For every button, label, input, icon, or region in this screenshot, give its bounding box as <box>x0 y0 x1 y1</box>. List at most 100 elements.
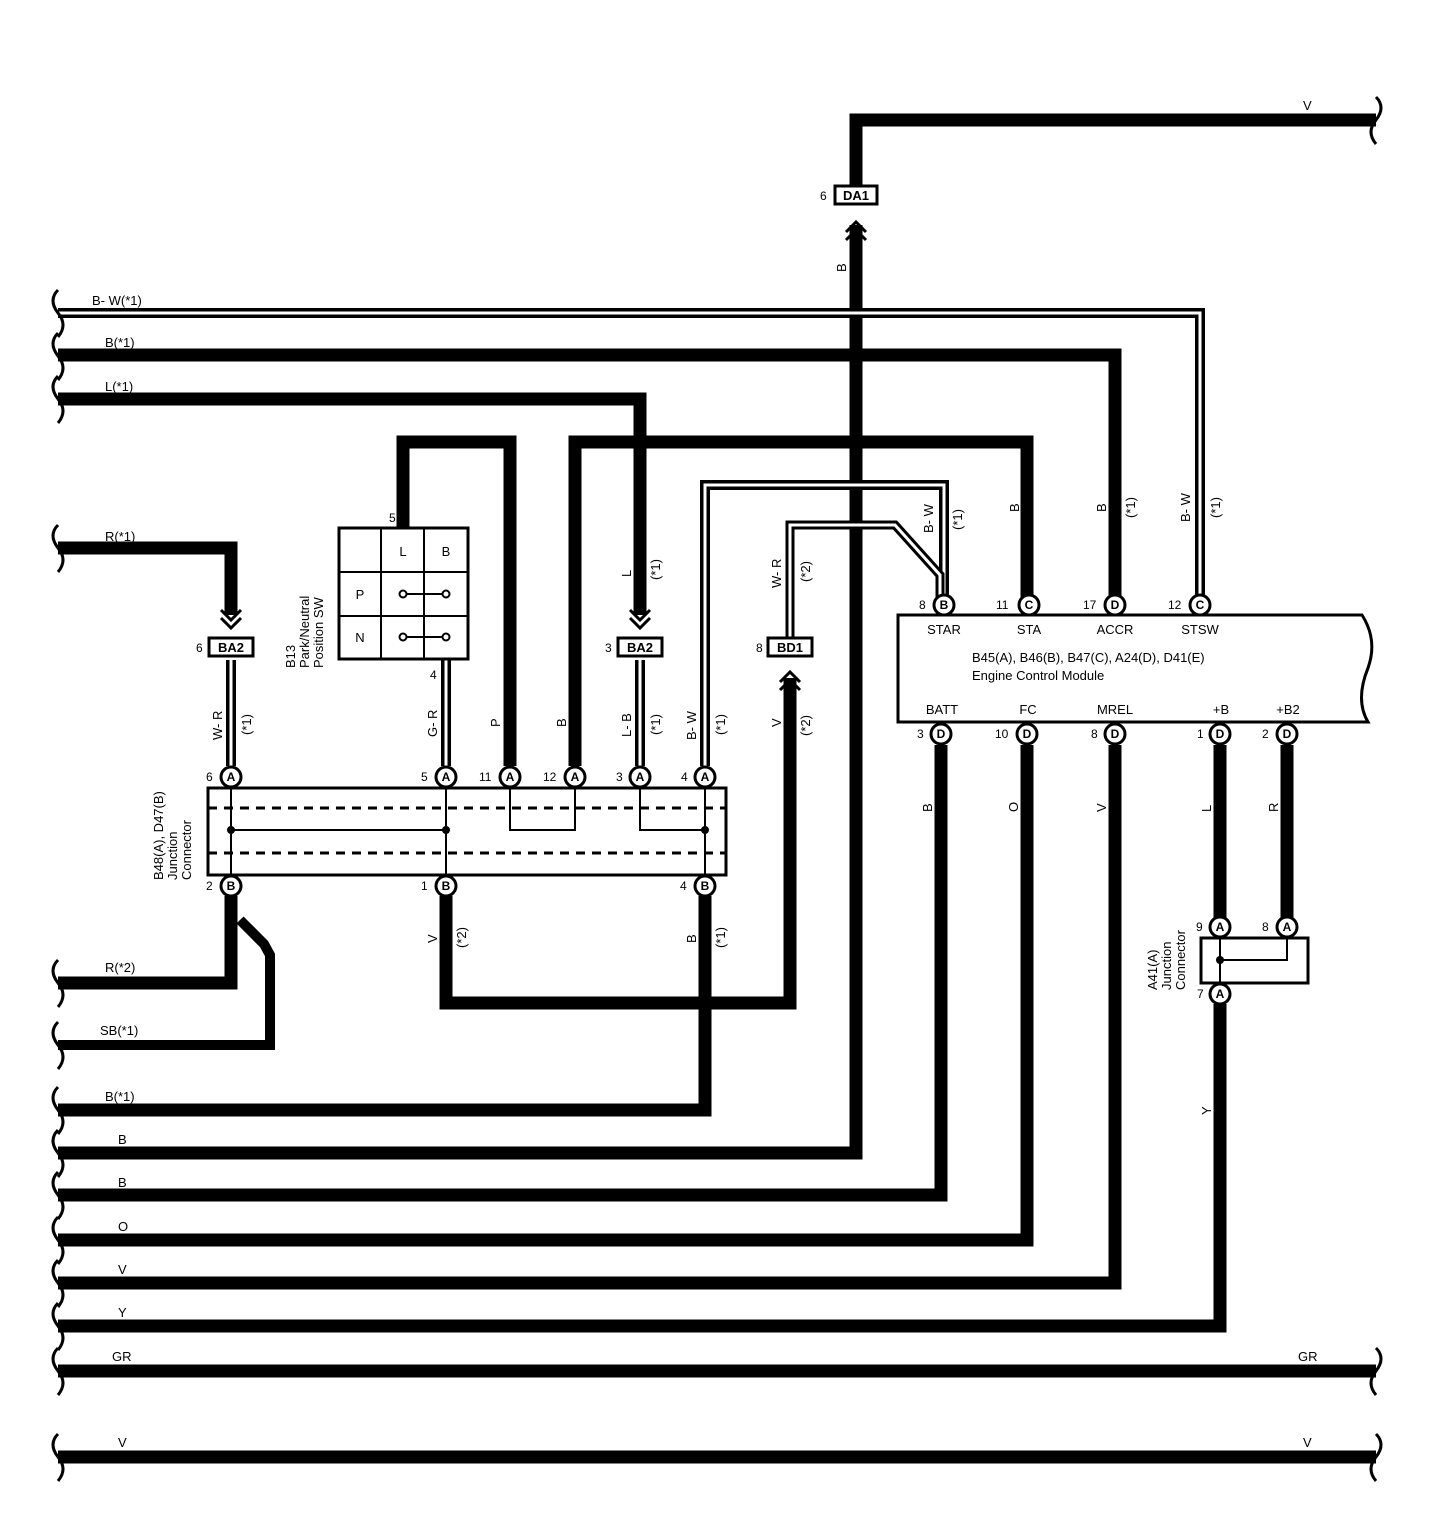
svg-text:D: D <box>1023 727 1032 741</box>
tag-mrel-v: V <box>1094 803 1109 812</box>
pin-circle: A <box>498 765 522 789</box>
ecm-pin-fc: FC <box>1019 702 1036 717</box>
ecm-pin-star: STAR <box>927 622 961 637</box>
connector-bd1: BD1 8 <box>756 636 814 692</box>
pin-number: 1 <box>421 879 428 893</box>
junction-b48-line2: Junction <box>165 832 180 880</box>
ecm-pin-batt: BATT <box>926 702 958 717</box>
ecm-pin-plusb: +B <box>1213 702 1229 717</box>
label-v: V <box>118 1262 127 1277</box>
pin-circle: D <box>1103 593 1127 617</box>
pin-number: 3 <box>917 727 924 741</box>
pin-number: 4 <box>680 879 687 893</box>
break-marks <box>51 95 1383 1482</box>
label-r2: R(*2) <box>105 960 135 975</box>
pin-number: 2 <box>1262 727 1269 741</box>
junction-b48-top-pins: A 6 A 5 A 11 A 12 A 3 A 4 <box>206 765 717 789</box>
pin-circle: C <box>1017 593 1041 617</box>
pin-circle: A <box>434 765 458 789</box>
svg-text:A: A <box>1216 920 1225 934</box>
wire-b1b <box>58 896 712 1117</box>
ecm-top-pins: B 8 C 11 D 17 C 12 <box>919 593 1212 617</box>
tag-bw-note: (*1) <box>713 714 728 735</box>
svg-text:C: C <box>1196 598 1205 612</box>
wire-v-top <box>849 113 1376 205</box>
switch-row-n: N <box>355 630 364 645</box>
pin-circle: A <box>1275 915 1299 939</box>
svg-text:D: D <box>1216 727 1225 741</box>
tag-ba2l-note: (*1) <box>239 714 254 735</box>
connector-ba2-right-pin: 3 <box>605 641 612 655</box>
wire-r2 <box>58 896 238 990</box>
label-r1: R(*1) <box>105 529 135 544</box>
tag-plusb2-r: R <box>1266 803 1281 812</box>
ecm-pin-mrel: MREL <box>1097 702 1133 717</box>
pin-number: 10 <box>995 727 1009 741</box>
ecm-subtitle: Engine Control Module <box>972 668 1104 683</box>
connector-ba2-left-pin: 6 <box>196 641 203 655</box>
connector-ba2-left: BA2 6 <box>196 608 255 658</box>
label-b1b: B(*1) <box>105 1089 135 1104</box>
pin-number: 2 <box>206 879 213 893</box>
tag-bw: B- W <box>684 710 699 740</box>
wire-sta-b <box>568 435 1034 766</box>
pin-circle: B <box>434 874 458 898</box>
pin-number: 8 <box>919 598 926 612</box>
pin-number: 17 <box>1083 598 1097 612</box>
pin-number: 11 <box>479 770 492 784</box>
svg-text:B: B <box>442 879 451 893</box>
pin-circle: B <box>219 874 243 898</box>
pin-number: 4 <box>681 770 688 784</box>
svg-text:A: A <box>701 770 710 784</box>
junction-b48-line3: Connector <box>179 819 194 880</box>
pin-number: 12 <box>1168 598 1182 612</box>
tag-bd1-note: (*2) <box>798 561 813 582</box>
ecm-bottom-pins: D 3 D 10 D 8 D 1 D 2 <box>917 722 1299 746</box>
tag-ba2r-up-note: (*1) <box>648 559 663 580</box>
tag-ba2r-l: L <box>619 570 634 577</box>
pin-circle: A <box>628 765 652 789</box>
wire-p <box>396 435 517 766</box>
ecm-pin-accr: ACCR <box>1097 622 1134 637</box>
svg-text:A: A <box>1216 987 1225 1001</box>
svg-text:D: D <box>1111 598 1120 612</box>
label-gr-right: GR <box>1298 1349 1318 1364</box>
tag-p: P <box>488 718 503 727</box>
tag-stsw-note: (*1) <box>1208 497 1223 518</box>
pin-number: 9 <box>1196 920 1203 934</box>
junction-b48-d47: B48(A), D47(B) Junction Connector <box>151 786 728 880</box>
connector-ba2-right-name: BA2 <box>627 640 653 655</box>
label-v-top: V <box>1303 98 1312 113</box>
ecm-pin-sta: STA <box>1017 622 1042 637</box>
ecm-title: B45(A), B46(B), B47(C), A24(D), D41(E) <box>972 650 1205 665</box>
wire-v-bd1 <box>439 678 797 1010</box>
pin-circle: D <box>929 722 953 746</box>
pin-number: 8 <box>1091 727 1098 741</box>
wire-b1-accr <box>58 348 1122 598</box>
connector-da1-name: DA1 <box>843 188 869 203</box>
tag-sta-b: B <box>1007 503 1022 512</box>
tag-b4-note: (*1) <box>713 927 728 948</box>
pin-circle: A <box>693 765 717 789</box>
switch-pin-bottom: 4 <box>430 668 437 682</box>
ecm-pin-stsw: STSW <box>1181 622 1219 637</box>
label-l1: L(*1) <box>105 379 133 394</box>
wire-tags: B B B (*1) B- W (*1) B- W (*1) W- R (*2)… <box>210 263 1281 1115</box>
wire-r1 <box>58 541 238 615</box>
tag-bd1-v: V <box>769 718 784 727</box>
tag-ba2r-lb: L- B <box>619 713 634 737</box>
switch-col-l: L <box>399 544 406 559</box>
pin-number: 3 <box>616 770 623 784</box>
pin-number: 8 <box>1262 920 1269 934</box>
junction-a41-line3: Connector <box>1173 929 1188 990</box>
switch-col-b: B <box>442 544 451 559</box>
svg-text:B: B <box>701 879 710 893</box>
pin-circle: A <box>563 765 587 789</box>
label-bw1: B- W(*1) <box>92 293 142 308</box>
label-sb1: SB(*1) <box>100 1023 138 1038</box>
tag-b1-note: (*2) <box>454 927 469 948</box>
wire-l1 <box>58 392 647 615</box>
tag-accr-b: B <box>1094 503 1109 512</box>
svg-text:B: B <box>227 879 236 893</box>
